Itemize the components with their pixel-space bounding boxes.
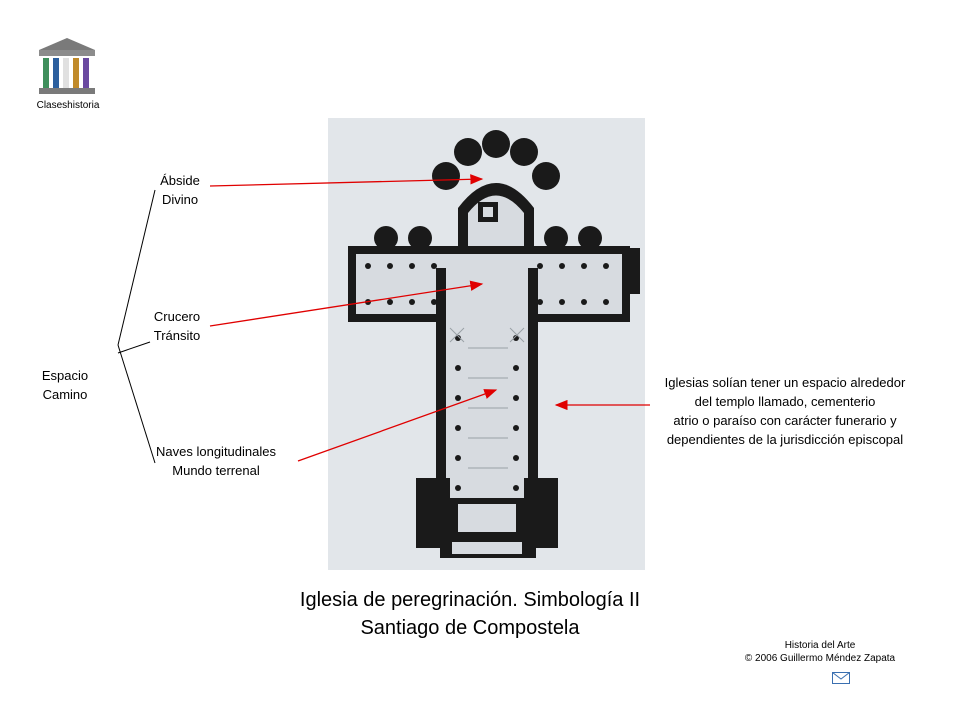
label-naves-line2: Mundo terrenal xyxy=(172,463,260,478)
label-abside: Ábside Divino xyxy=(140,171,220,209)
footer-credits: Historia del Arte © 2006 Guillermo Ménde… xyxy=(700,639,940,665)
label-crucero: Crucero Tránsito xyxy=(137,307,217,345)
greek-temple-icon[interactable] xyxy=(35,36,99,96)
label-espacio: Espacio Camino xyxy=(25,366,105,404)
label-naves: Naves longitudinales Mundo terrenal xyxy=(131,442,301,480)
floor-plan-image xyxy=(328,118,645,570)
footer-copyright: © 2006 Guillermo Méndez Zapata xyxy=(744,653,896,664)
note-line-4: dependientes de la jurisdicción episcopa… xyxy=(666,432,904,447)
mail-icon[interactable] xyxy=(832,672,850,684)
logo-label: Claseshistoria xyxy=(36,100,100,111)
slide-title-line2: Santiago de Compostela xyxy=(360,617,580,639)
label-abside-line2: Divino xyxy=(161,192,199,207)
label-espacio-line2: Camino xyxy=(42,387,88,402)
note-line-3: atrio o paraíso con carácter funerario y xyxy=(673,413,897,428)
slide-title: Iglesia de peregrinación. Simbología II … xyxy=(160,586,780,642)
label-abside-line1: Ábside xyxy=(160,173,200,188)
label-crucero-line2: Tránsito xyxy=(153,328,201,343)
label-espacio-line1: Espacio xyxy=(41,368,89,383)
note-line-2: del templo llamado, cementerio xyxy=(694,394,876,409)
label-crucero-line1: Crucero xyxy=(153,309,201,324)
note-atrio: Iglesias solían tener un espacio alreded… xyxy=(610,373,960,449)
note-line-1: Iglesias solían tener un espacio alreded… xyxy=(664,375,906,390)
footer-course: Historia del Arte xyxy=(784,640,856,651)
label-naves-line1: Naves longitudinales xyxy=(156,444,276,459)
slide-title-line1: Iglesia de peregrinación. Simbología II xyxy=(299,589,641,611)
